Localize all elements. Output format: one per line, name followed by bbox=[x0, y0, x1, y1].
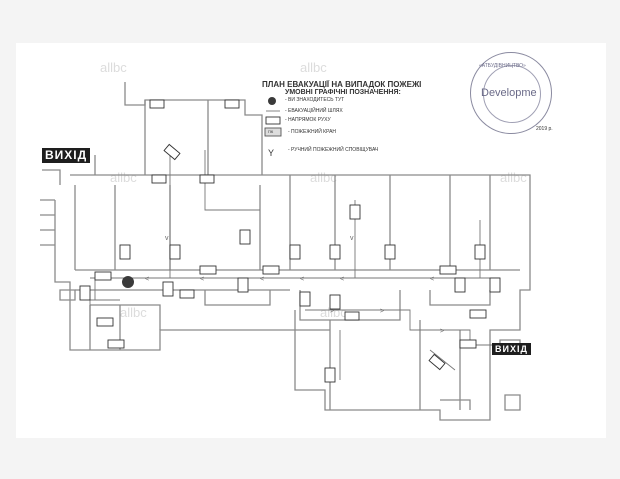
legend-direction: - НАПРЯМОК РУХУ bbox=[285, 117, 331, 123]
plan-title: ПЛАН ЕВАКУАЦІЇ НА ВИПАДОК ПОЖЕЖІ bbox=[262, 80, 422, 89]
svg-text:Y: Y bbox=[268, 148, 274, 158]
svg-text:>: > bbox=[330, 308, 334, 315]
watermark: allbc bbox=[300, 60, 327, 75]
exit-sign-right: ВИХІД bbox=[492, 343, 531, 355]
stamp-mid-text: Developme bbox=[481, 87, 537, 99]
you-are-here-icon bbox=[122, 276, 134, 288]
company-stamp: «АТБУДІВНИЦТВО» Developme bbox=[470, 52, 552, 134]
stamp-date: 2019 р. bbox=[536, 126, 553, 132]
svg-text:<: < bbox=[430, 276, 434, 283]
svg-text:<: < bbox=[145, 276, 149, 283]
svg-text:v: v bbox=[350, 235, 354, 242]
svg-text:>: > bbox=[440, 328, 444, 335]
stamp-top-text: «АТБУДІВНИЦТВО» bbox=[479, 63, 526, 69]
svg-text:v: v bbox=[165, 235, 169, 242]
watermark: allbc bbox=[120, 305, 147, 320]
legend-hydrant: - ПОЖЕЖНИЙ КРАН bbox=[288, 129, 337, 135]
watermark: allbc bbox=[110, 170, 137, 185]
exit-sign-left: ВИХІД bbox=[42, 148, 91, 163]
legend-evac-route: - ЕВАКУАЦІЙНИЙ ШЛЯХ bbox=[285, 108, 343, 114]
legend-alarm: - РУЧНИЙ ПОЖЕЖНИЙ СПОВІЩУВАЧ bbox=[288, 147, 379, 153]
svg-text:<: < bbox=[300, 276, 304, 283]
watermark: allbc bbox=[100, 60, 127, 75]
svg-text:<: < bbox=[260, 276, 264, 283]
watermark: allbc bbox=[500, 170, 527, 185]
legend-heading: УМОВНІ ГРАФІЧНІ ПОЗНАЧЕННЯ: bbox=[285, 89, 401, 96]
hydrant-code: ПК bbox=[268, 129, 274, 134]
svg-text:<: < bbox=[200, 276, 204, 283]
svg-text:>: > bbox=[380, 308, 384, 315]
watermark: allbc bbox=[310, 170, 337, 185]
svg-text:<: < bbox=[340, 276, 344, 283]
legend-you-are-here: - ВИ ЗНАХОДИТЕСЬ ТУТ bbox=[285, 97, 345, 103]
